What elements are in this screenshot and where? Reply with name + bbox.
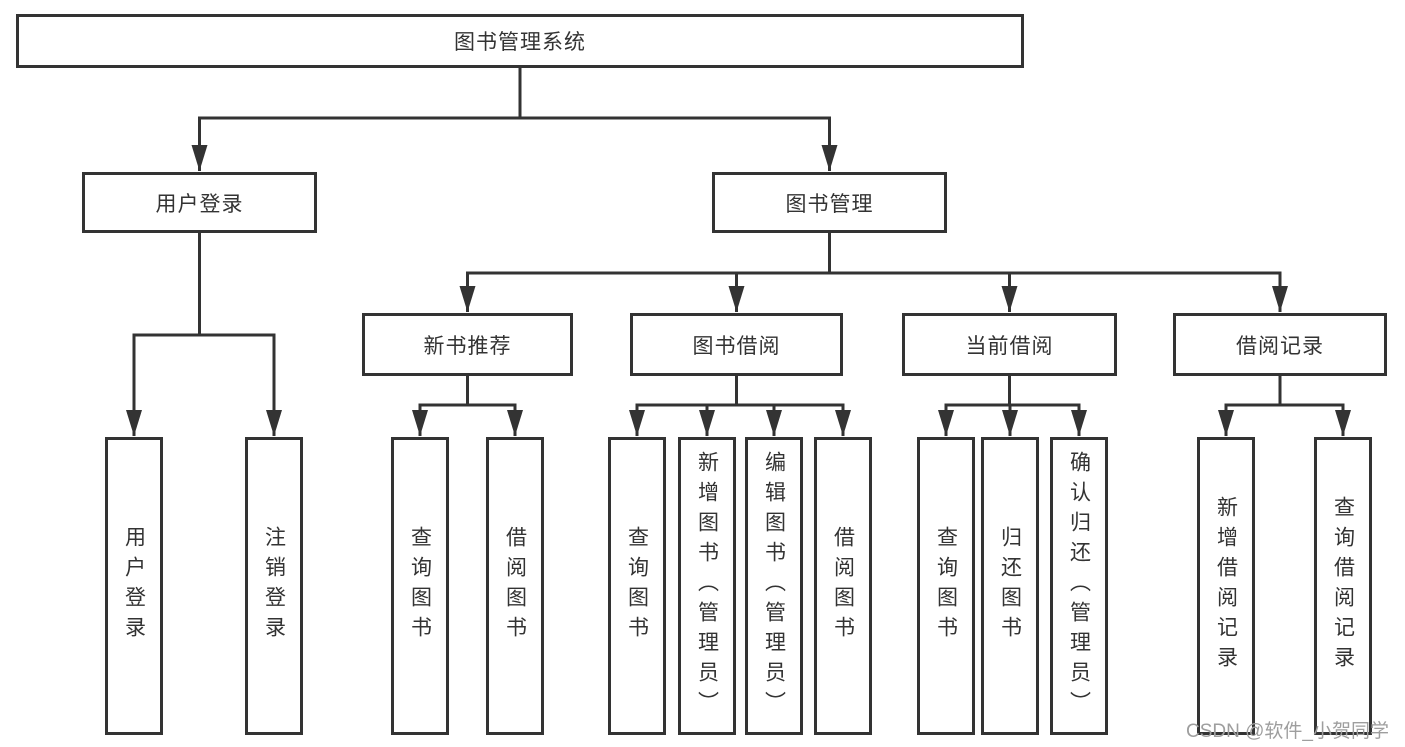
leaf-return-books-label: 归还图书 bbox=[998, 526, 1022, 646]
node-new-book-recommend: 新书推荐 bbox=[362, 313, 573, 376]
leaf-add-borrow-record: 新增借阅记录 bbox=[1197, 437, 1255, 735]
leaf-add-books-admin: 新增图书（管理员） bbox=[678, 437, 736, 735]
leaf-recommend-query-books-label: 查询图书 bbox=[408, 526, 432, 646]
leaf-user-login: 用户登录 bbox=[105, 437, 163, 735]
leaf-logout-label: 注销登录 bbox=[262, 526, 286, 646]
leaf-add-books-admin-label: 新增图书（管理员） bbox=[695, 451, 719, 721]
leaf-recommend-borrow-books-label: 借阅图书 bbox=[503, 526, 527, 646]
leaf-recommend-borrow-books: 借阅图书 bbox=[486, 437, 544, 735]
leaf-borrow-query-books: 查询图书 bbox=[608, 437, 666, 735]
node-root-system: 图书管理系统 bbox=[16, 14, 1024, 68]
leaf-borrow-books-label: 借阅图书 bbox=[831, 526, 855, 646]
node-new-book-recommend-label: 新书推荐 bbox=[423, 334, 512, 358]
node-root-system-label: 图书管理系统 bbox=[454, 31, 586, 54]
leaf-borrow-books: 借阅图书 bbox=[814, 437, 872, 735]
leaf-logout: 注销登录 bbox=[245, 437, 303, 735]
leaf-recommend-query-books: 查询图书 bbox=[391, 437, 449, 735]
node-book-management: 图书管理 bbox=[712, 172, 947, 233]
node-book-borrow-label: 图书借阅 bbox=[692, 334, 781, 358]
node-user-login-label: 用户登录 bbox=[155, 192, 244, 216]
node-user-login: 用户登录 bbox=[82, 172, 317, 233]
node-borrow-records: 借阅记录 bbox=[1173, 313, 1387, 376]
leaf-borrow-query-books-label: 查询图书 bbox=[625, 526, 649, 646]
leaf-edit-books-admin: 编辑图书（管理员） bbox=[745, 437, 803, 735]
leaf-return-books: 归还图书 bbox=[981, 437, 1039, 735]
leaf-confirm-return-admin: 确认归还（管理员） bbox=[1050, 437, 1108, 735]
leaf-current-query-books-label: 查询图书 bbox=[934, 526, 958, 646]
node-current-borrow-label: 当前借阅 bbox=[965, 334, 1054, 358]
node-borrow-records-label: 借阅记录 bbox=[1236, 334, 1324, 358]
leaf-add-borrow-record-label: 新增借阅记录 bbox=[1214, 496, 1238, 676]
leaf-user-login-label: 用户登录 bbox=[122, 526, 146, 646]
node-book-management-label: 图书管理 bbox=[785, 192, 874, 216]
leaf-current-query-books: 查询图书 bbox=[917, 437, 975, 735]
node-book-borrow: 图书借阅 bbox=[630, 313, 843, 376]
leaf-query-borrow-record-label: 查询借阅记录 bbox=[1331, 496, 1355, 676]
leaf-confirm-return-admin-label: 确认归还（管理员） bbox=[1067, 451, 1091, 721]
leaf-edit-books-admin-label: 编辑图书（管理员） bbox=[762, 451, 786, 721]
csdn-watermark: CSDN @软件_小贺同学 bbox=[1186, 721, 1389, 742]
leaf-query-borrow-record: 查询借阅记录 bbox=[1314, 437, 1372, 735]
node-current-borrow: 当前借阅 bbox=[902, 313, 1117, 376]
